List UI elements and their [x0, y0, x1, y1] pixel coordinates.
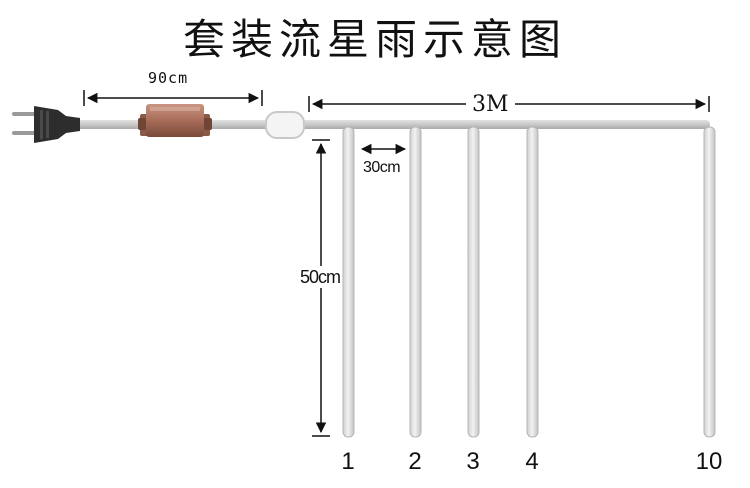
dimension-50cm-label: 50cm	[300, 266, 341, 288]
tube-number-3: 3	[466, 448, 480, 475]
tube-number-10: 10	[695, 448, 723, 475]
dimension-30cm-label: 30cm	[363, 159, 401, 176]
controller-icon	[138, 104, 212, 137]
tube-10	[703, 126, 716, 438]
diagram-title: 套装流星雨示意图	[182, 15, 567, 64]
dimension-90cm-label: 90cm	[148, 69, 189, 87]
tube-1	[342, 126, 355, 438]
dimension-50cm	[312, 139, 330, 437]
dimension-3m-label: 3M	[466, 94, 515, 116]
tube-3	[467, 126, 480, 438]
connector-icon	[265, 111, 305, 139]
power-cable	[70, 120, 710, 129]
plug-icon	[12, 106, 80, 143]
tube-number-1: 1	[341, 448, 355, 475]
tube-number-4: 4	[525, 448, 539, 475]
tube-4	[526, 126, 539, 438]
tube-2	[409, 126, 422, 438]
dimension-90cm	[83, 90, 263, 106]
tube-number-2: 2	[408, 448, 422, 475]
